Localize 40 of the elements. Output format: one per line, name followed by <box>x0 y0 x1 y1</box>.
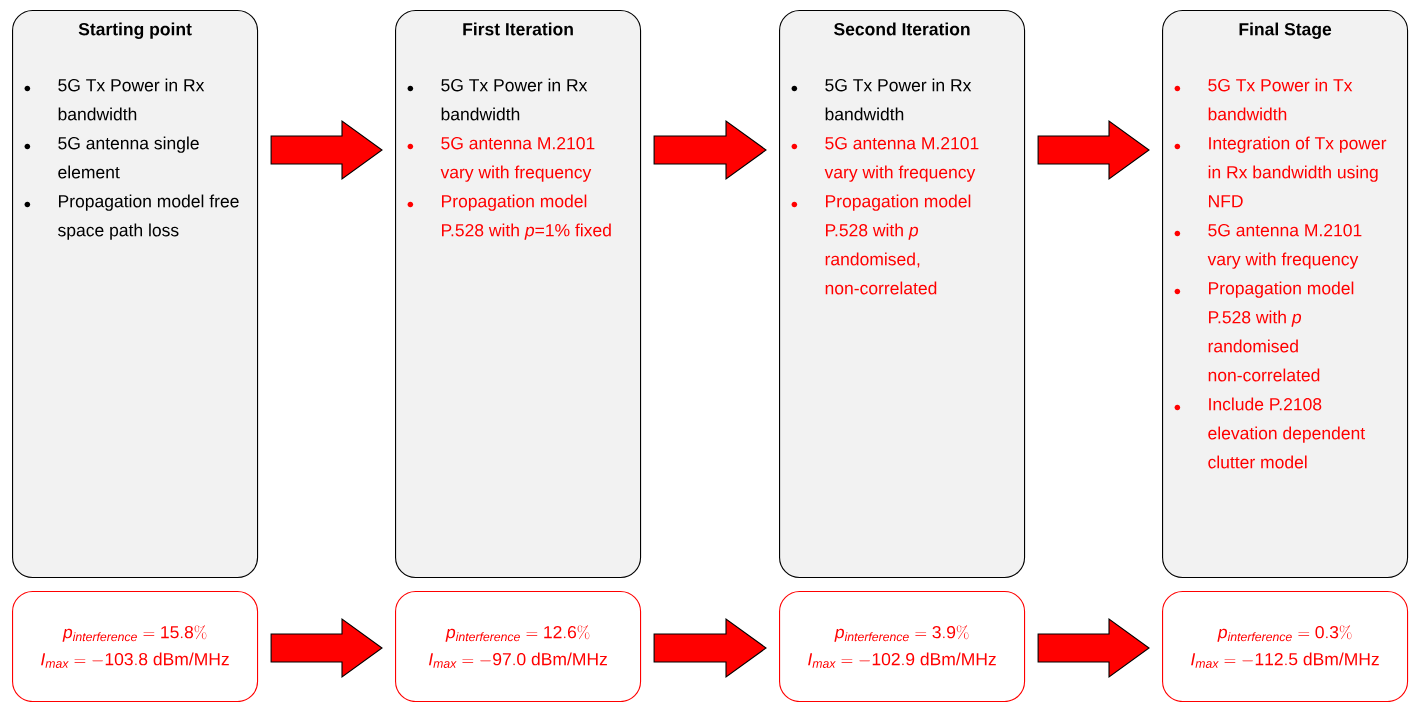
block-arrow <box>270 119 383 181</box>
bullet-item: 5G antenna M.2101 vary with frequency <box>1174 224 1362 269</box>
stage-box <box>12 10 259 579</box>
block-arrow <box>1037 617 1150 679</box>
result-box <box>779 591 1026 702</box>
bullet-item: Propagation model P.528 with p randomised, non-correlated <box>791 194 971 295</box>
result-text: $p_{interference} = 3.9\%$ <box>834 625 969 642</box>
stage-heading: First Iteration <box>463 22 573 36</box>
bullet-item: Propagation model free space path loss <box>24 194 239 240</box>
stage-box <box>395 10 642 579</box>
bullet-item: 5G antenna single element <box>24 136 199 179</box>
bullet-item: Propagation model P.528 with p randomised non-correlated <box>1174 281 1354 382</box>
bullet-item: 5G antenna M.2101 vary with frequency <box>407 137 595 182</box>
result-text: $I_{max} = -103.8\ \mbox{dBm/MHz}$ <box>41 652 229 668</box>
stage-heading: Starting point <box>78 22 192 39</box>
stage-box <box>779 10 1026 579</box>
block-arrow <box>653 617 767 679</box>
result-text: $p_{interference} = 0.3\%$ <box>1217 625 1352 642</box>
stage-box <box>1162 10 1409 579</box>
result-text: $p_{interference} = 12.6\%$ <box>445 625 590 642</box>
block-arrow <box>1037 119 1150 181</box>
result-text: $p_{interference} = 15.8\%$ <box>62 625 207 642</box>
bullet-item: 5G Tx Power in Tx bandwidth <box>1174 78 1353 121</box>
result-text: $I_{max} = -97.0\ \mbox{dBm/MHz}$ <box>428 652 607 668</box>
bullet-item: 5G Tx Power in Rx bandwidth <box>407 78 588 121</box>
stage-heading: Second Iteration <box>834 22 970 36</box>
block-arrow <box>653 119 767 181</box>
result-box <box>12 591 259 702</box>
bullet-item: 5G Tx Power in Rx bandwidth <box>24 78 205 121</box>
bullet-item: Include P.2108 elevation dependent clutter model <box>1174 397 1365 469</box>
result-box <box>395 591 642 702</box>
bullet-item: Propagation model P.528 with p=1% fixed <box>407 194 611 240</box>
result-text: $I_{max} = -102.9\ \mbox{dBm/MHz}$ <box>808 652 996 668</box>
stage-heading: Final Stage <box>1239 22 1332 39</box>
bullet-item: 5G antenna M.2101 vary with frequency <box>791 137 979 182</box>
bullet-item: Integration of Tx power in Rx bandwidth using NFD <box>1174 136 1387 208</box>
bullet-item: 5G Tx Power in Rx bandwidth <box>791 78 972 121</box>
result-text: $I_{max} = -112.5\ \mbox{dBm/MHz}$ <box>1191 652 1379 668</box>
block-arrow <box>270 617 383 679</box>
result-box <box>1162 591 1409 702</box>
